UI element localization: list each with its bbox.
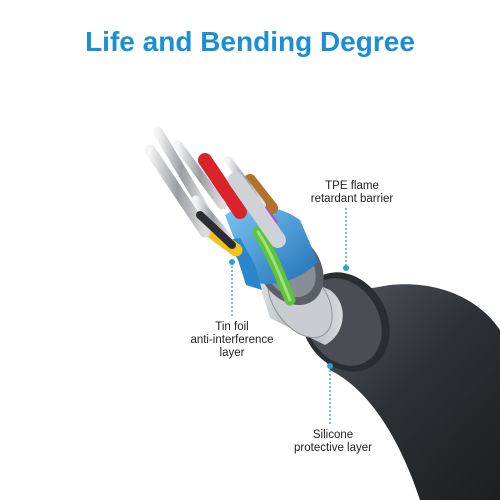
page-title: Life and Bending Degree (85, 26, 415, 57)
wire-orange (244, 174, 278, 214)
label-tpe-barrier: TPE flame retardant barrier (310, 180, 394, 205)
leader-dot-tin (229, 259, 235, 265)
bare-conductors (144, 127, 286, 249)
wire-green-highlight (256, 230, 292, 302)
leader-lines (231, 208, 347, 426)
label-tin-foil: Tin foil anti-interference layer (190, 321, 274, 359)
wire-red (198, 153, 247, 219)
label-silicone: Silicone protective layer (294, 429, 372, 454)
leader-dot-tpe (343, 265, 349, 271)
leader-dot-silicone (327, 363, 333, 369)
